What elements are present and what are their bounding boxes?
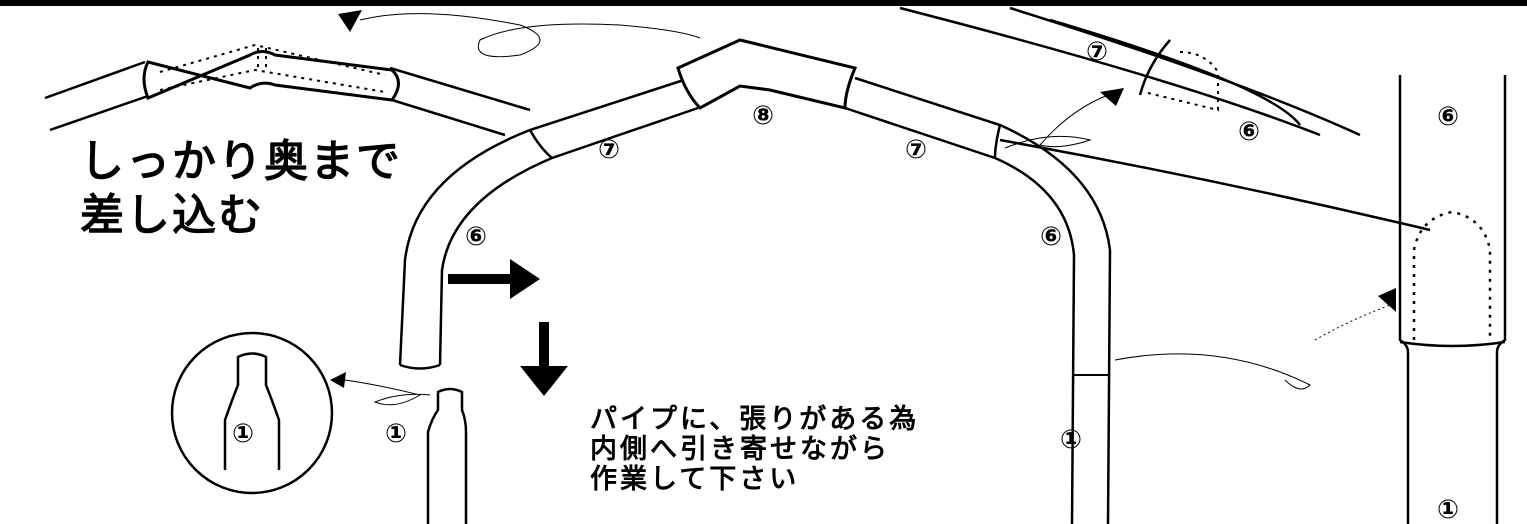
arc-joint-detail [899,6,1431,232]
insert-fully-line1: しっかり奥まで [80,136,402,187]
label-part-8: ⑧ [752,101,774,131]
label-part-1-magnifier: ① [232,419,254,449]
insert-fully-line2: 差し込む [80,190,264,241]
pull-inward-line2: 内側へ引き寄せながら [590,434,890,465]
label-part-1-left: ① [385,419,407,449]
push-right-arrow [448,259,540,299]
pipe-1-left [426,387,468,524]
label-part-6-right: ⑥ [1040,222,1062,252]
label-part-7-right: ⑦ [905,135,927,165]
vertical-joint-detail [1398,75,1507,524]
insert-fully-note: しっかり奥まで 差し込む [80,135,402,243]
pull-inward-note: パイプに、張りがある為 内側へ引き寄せながら 作業して下さい [590,405,919,495]
arrowhead-vertical [1378,288,1396,312]
label-part-6-arc: ⑥ [1238,117,1260,147]
push-down-arrow [520,322,568,396]
arrowhead-magnifier [330,372,346,388]
label-part-6-left: ⑥ [465,222,487,252]
elbow-joint-detail [44,43,531,137]
arrowhead-arc [1100,88,1124,106]
pull-inward-line1: パイプに、張りがある為 [590,404,920,435]
pipe-end-magnifier [170,331,334,495]
label-part-7-left: ⑦ [598,135,620,165]
arrowhead-elbow [338,10,362,32]
label-part-7-arc: ⑦ [1086,37,1108,67]
leader-lines [344,13,1391,406]
label-part-1-right: ① [1060,425,1082,455]
top-border [0,0,1527,6]
label-part-6-vertical: ⑥ [1437,102,1459,132]
pull-inward-line3: 作業して下さい [590,464,800,495]
part-labels: ⑧ ⑦ ⑦ ⑥ ⑥ ① ① ① ⑦ ⑥ ⑥ ① [232,37,1459,524]
arrows [330,10,1396,396]
main-frame [398,38,1112,524]
label-part-1-vertical: ① [1437,495,1459,524]
